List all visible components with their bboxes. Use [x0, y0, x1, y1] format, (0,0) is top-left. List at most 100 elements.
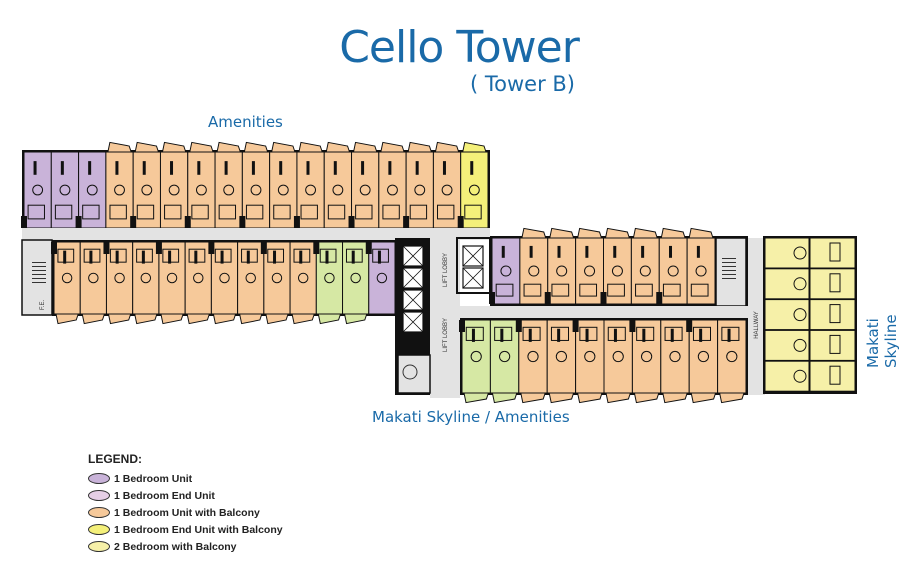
- bathroom: [829, 273, 841, 293]
- wall-mark: [557, 245, 561, 258]
- right-block-unit: [764, 299, 810, 331]
- wing-a-top-unit: [187, 151, 216, 229]
- fixture: [414, 184, 426, 196]
- wall-mark: [642, 328, 646, 342]
- fixture: [297, 272, 309, 284]
- balcony: [134, 141, 160, 153]
- wall-mark: [224, 161, 228, 175]
- balcony: [325, 141, 351, 153]
- legend-heading: LEGEND:: [88, 452, 142, 466]
- fixture: [271, 272, 283, 284]
- bathroom: [54, 204, 73, 220]
- wall-mark: [142, 161, 146, 175]
- lift-lobby-label: LIFT LOBBY: [443, 318, 449, 352]
- fixture: [32, 184, 44, 196]
- balcony: [317, 313, 342, 325]
- legend-item: 1 Bedroom Unit with Balcony: [88, 504, 283, 521]
- balcony: [243, 141, 269, 153]
- wall-mark: [279, 161, 283, 175]
- fixture: [61, 272, 73, 284]
- bathroom: [218, 204, 237, 220]
- column: [403, 216, 410, 228]
- column: [155, 242, 162, 254]
- balcony: [343, 313, 368, 325]
- bathroom: [607, 283, 625, 297]
- fixture: [359, 184, 371, 196]
- wall-mark: [500, 328, 504, 342]
- fixture: [555, 350, 568, 363]
- stair-step: [32, 262, 46, 263]
- stair-step: [32, 266, 46, 267]
- column: [75, 216, 82, 228]
- wing-a-top-unit: [105, 151, 134, 229]
- legend-label: 1 Bedroom Unit: [114, 472, 193, 485]
- stair-step: [722, 270, 736, 271]
- bathroom: [109, 248, 127, 263]
- bathroom: [635, 283, 653, 297]
- bathroom: [829, 365, 841, 385]
- wall-mark: [377, 250, 381, 264]
- balcony: [107, 141, 132, 153]
- legend-label: 1 Bedroom End Unit with Balcony: [114, 523, 283, 536]
- wall-mark: [388, 161, 392, 175]
- lift-cross: [402, 267, 424, 289]
- bathroom: [579, 283, 598, 297]
- wall-mark: [361, 161, 365, 175]
- fixture: [166, 272, 178, 284]
- wall-mark: [194, 250, 198, 264]
- bathroom: [191, 204, 209, 220]
- wing-b-bottom-unit: [688, 319, 719, 394]
- bathroom: [241, 248, 258, 263]
- bathroom: [188, 248, 206, 263]
- wall-mark: [442, 161, 446, 175]
- fixture: [498, 350, 511, 363]
- wall-mark: [197, 161, 201, 175]
- fixture: [59, 184, 71, 196]
- label-makati-skyline-amenities: Makati Skyline / Amenities: [372, 408, 570, 426]
- wall-mark: [33, 161, 37, 175]
- fixture: [584, 265, 596, 277]
- legend-label: 2 Bedroom with Balcony: [114, 540, 237, 553]
- wall-mark: [141, 250, 145, 264]
- balcony: [462, 141, 487, 153]
- lift-cross: [402, 245, 424, 267]
- lift-cross: [402, 311, 424, 333]
- bathroom: [523, 283, 542, 297]
- bathroom: [162, 248, 180, 263]
- legend-label: 1 Bedroom End Unit: [114, 489, 215, 502]
- fixture: [114, 272, 125, 284]
- wall-mark: [528, 328, 532, 342]
- bathroom: [437, 204, 455, 220]
- stair-step: [722, 262, 736, 263]
- right-block-unit: [764, 237, 810, 269]
- wall-mark: [273, 250, 277, 264]
- balcony: [577, 227, 603, 239]
- legend-item: 1 Bedroom End Unit with Balcony: [88, 521, 283, 538]
- balcony: [520, 392, 546, 404]
- fixture: [793, 308, 807, 322]
- bathroom: [409, 204, 428, 220]
- balcony: [434, 141, 460, 153]
- fixture: [527, 350, 539, 363]
- balcony: [107, 313, 132, 325]
- legend-swatch: [88, 524, 110, 535]
- fire-exit-a: [21, 239, 53, 316]
- bathroom: [465, 326, 484, 341]
- balcony: [271, 141, 296, 153]
- bathroom: [345, 248, 363, 263]
- column: [130, 216, 137, 228]
- stair-step: [32, 282, 46, 283]
- stair-step: [722, 274, 736, 275]
- balcony: [298, 141, 323, 153]
- fixture: [793, 277, 807, 291]
- bathroom: [829, 334, 841, 354]
- wall-mark: [529, 245, 533, 258]
- legend-item: 1 Bedroom Unit: [88, 470, 283, 487]
- balcony: [265, 313, 289, 325]
- label-amenities: Amenities: [208, 113, 283, 131]
- stair-step: [722, 258, 736, 259]
- balcony: [161, 141, 187, 153]
- balcony: [463, 392, 490, 404]
- column: [239, 216, 246, 228]
